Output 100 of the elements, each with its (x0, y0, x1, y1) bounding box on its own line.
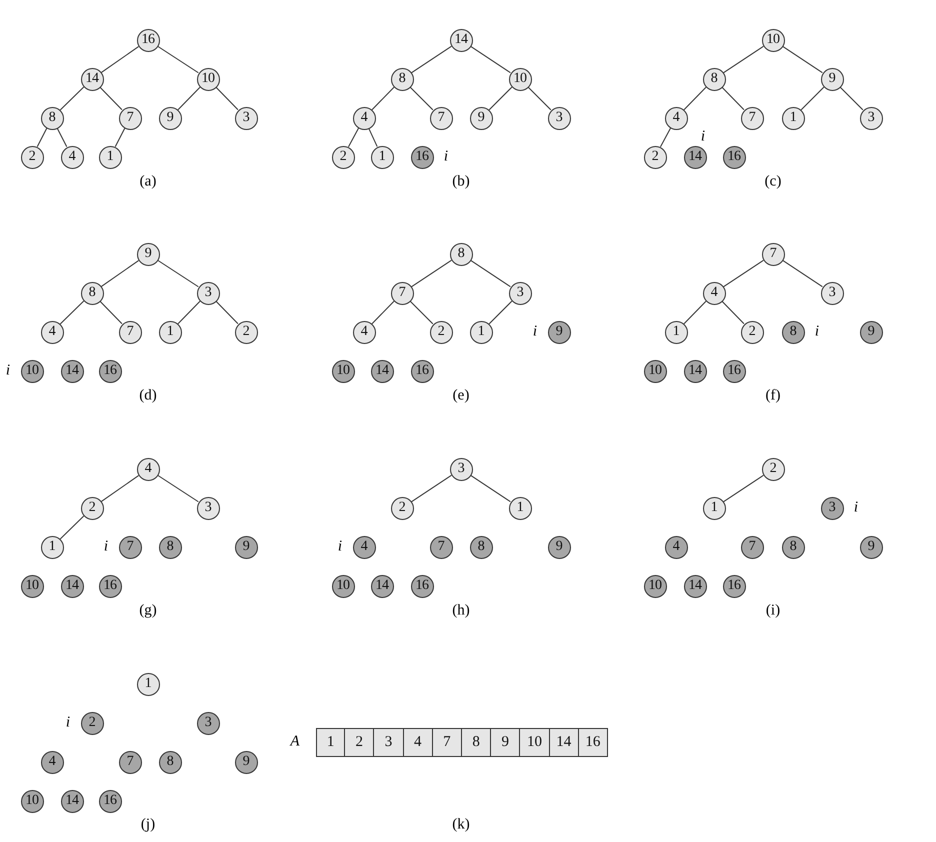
sorted-node: 3 (196, 712, 220, 734)
sorted-node: 9 (860, 536, 882, 558)
sorted-node: 14 (684, 146, 706, 168)
heap-node: 3 (508, 282, 532, 304)
tree-edge (216, 300, 238, 324)
tree-edge (488, 86, 512, 110)
heap-node: 8 (702, 68, 726, 90)
array-name: A (290, 734, 300, 750)
sorted-node: 9 (234, 536, 258, 558)
heap-node: 3 (234, 106, 258, 130)
tree-edge (411, 260, 452, 288)
panel-label: (h) (452, 604, 470, 618)
array-cell: 8 (461, 728, 492, 757)
heap-node: 4 (60, 146, 84, 168)
heap-node: 3 (196, 496, 220, 520)
heap-node: 10 (196, 68, 220, 90)
heap-node: 2 (644, 146, 666, 168)
sorted-node: 14 (684, 574, 706, 598)
sorted-node: 10 (20, 574, 44, 598)
panel-label: (a) (140, 174, 156, 190)
sorted-node: 16 (98, 574, 122, 598)
sorted-node: 4 (40, 750, 64, 774)
heap-node: 10 (508, 68, 532, 90)
tree-edge (157, 260, 199, 288)
heap-node: 1 (470, 320, 492, 344)
tree-edge (100, 86, 122, 110)
sorted-node: 16 (410, 360, 434, 382)
heap-node: 14 (80, 68, 104, 90)
tree-edge (782, 46, 823, 74)
heap-node: 3 (860, 106, 882, 130)
tree-edge (660, 128, 672, 148)
heap-node: 14 (450, 28, 472, 52)
tree-edge (723, 46, 764, 74)
heap-node: 1 (98, 146, 122, 168)
sorted-node: 7 (118, 750, 142, 774)
heap-node: 3 (450, 458, 472, 480)
array-cell: 10 (519, 728, 550, 757)
heap-node: 7 (118, 320, 142, 344)
index-label: i (532, 324, 538, 340)
tree-edge (100, 300, 122, 324)
sorted-node: 7 (740, 536, 764, 558)
panel-label: (c) (764, 174, 782, 190)
heap-node: 2 (390, 496, 414, 520)
sorted-node: 9 (860, 320, 882, 344)
tree-edge (36, 128, 48, 148)
sorted-node: 8 (782, 536, 804, 558)
tree-edge (178, 86, 200, 110)
panel-label: (j) (140, 818, 156, 832)
index-label: i (6, 364, 10, 378)
sorted-node: 14 (60, 574, 84, 598)
sorted-node: 7 (118, 536, 142, 558)
heap-node: 8 (40, 106, 64, 130)
heap-node: 4 (352, 320, 376, 344)
tree-edge (372, 300, 394, 324)
sorted-node: 9 (234, 750, 258, 774)
array-cell: 9 (490, 728, 520, 757)
tree-edge (411, 474, 452, 502)
heap-node: 2 (20, 146, 44, 168)
heap-node: 3 (196, 282, 220, 304)
tree-edge (528, 86, 552, 110)
sorted-node: 8 (782, 320, 804, 344)
panel-label: (f) (766, 388, 780, 404)
heap-node: 8 (80, 282, 104, 304)
sorted-node: 10 (332, 360, 354, 382)
heap-node: 9 (470, 106, 492, 130)
heap-node: 1 (158, 320, 182, 344)
heap-node: 1 (40, 536, 64, 558)
sorted-node: 7 (430, 536, 452, 558)
index-label: i (854, 500, 858, 516)
sorted-node: 14 (684, 360, 706, 382)
sorted-node: 8 (470, 536, 492, 558)
tree-edge (782, 260, 823, 288)
heap-node: 4 (136, 458, 160, 480)
heap-node: 7 (740, 106, 764, 130)
heap-node: 2 (762, 458, 784, 480)
heap-node: 1 (782, 106, 804, 130)
heap-node: 7 (118, 106, 142, 130)
tree-edge (348, 128, 360, 148)
heap-node: 2 (80, 496, 104, 520)
array-cell: 14 (548, 728, 579, 757)
heap-node: 3 (820, 282, 844, 304)
heap-node: 8 (390, 68, 414, 90)
tree-edge (372, 86, 394, 110)
tree-edge (157, 474, 199, 502)
sorted-node: 9 (548, 536, 570, 558)
heap-node: 3 (548, 106, 570, 130)
heap-node: 4 (702, 282, 726, 304)
heap-node: 16 (136, 28, 160, 52)
panel-label: (k) (452, 818, 470, 832)
sorted-node: 14 (370, 574, 394, 598)
array-cell: 16 (578, 728, 608, 757)
tree-edge (722, 86, 744, 110)
index-label: i (814, 324, 820, 340)
tree-edge (410, 300, 434, 324)
tree-edge (488, 300, 512, 324)
heap-node: 2 (332, 146, 354, 168)
heap-node: 7 (430, 106, 452, 130)
tree-edge (60, 86, 84, 110)
tree-edge (800, 86, 824, 110)
heap-node: 1 (702, 496, 726, 520)
